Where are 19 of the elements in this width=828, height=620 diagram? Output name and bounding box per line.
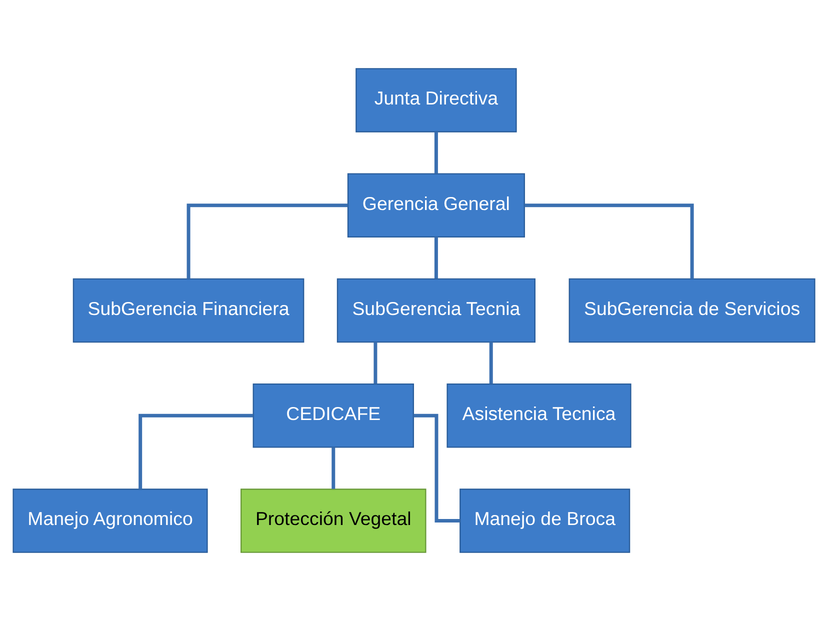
- node-box: Gerencia General: [347, 172, 525, 237]
- connector: [434, 236, 438, 278]
- connector: [489, 342, 493, 384]
- connector: [434, 131, 438, 173]
- node-box: Manejo de Broca: [460, 488, 630, 552]
- node-box: Manejo Agronomico: [12, 488, 208, 552]
- node-box: SubGerencia de Servicios: [568, 278, 816, 342]
- node-box: CEDICAFE: [252, 383, 414, 448]
- connector: [374, 342, 378, 384]
- node-box: Protección Vegetal: [240, 488, 426, 552]
- node-box: Asistencia Tecnica: [446, 383, 632, 448]
- connector: [332, 446, 336, 488]
- node-box: SubGerencia Financiera: [72, 278, 304, 342]
- connector: [524, 203, 694, 278]
- connector: [138, 413, 254, 489]
- node-box: Junta Directiva: [356, 68, 517, 132]
- node-box: SubGerencia Tecnia: [336, 278, 536, 342]
- connector: [414, 413, 460, 522]
- connector: [186, 203, 348, 278]
